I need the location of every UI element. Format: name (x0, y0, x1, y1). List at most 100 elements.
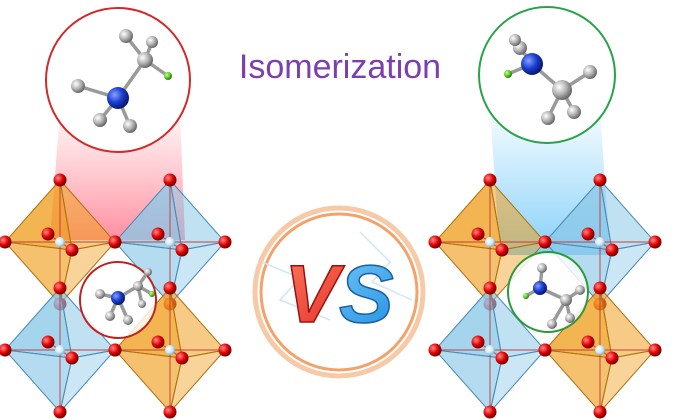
oxygen-atom (483, 405, 497, 419)
oxygen-atom (53, 281, 67, 295)
metal-atom (485, 237, 495, 247)
right-cage-highlight (507, 251, 589, 333)
oxygen-atom (593, 281, 607, 295)
left-molecule (71, 29, 172, 133)
carbon-atom (583, 65, 597, 79)
carbon-atom (137, 52, 153, 68)
metal-atom (485, 345, 495, 355)
right-perovskite-lattice (428, 173, 662, 419)
carbon-atom (123, 315, 133, 325)
nitrogen-atom (107, 87, 129, 109)
oxygen-atom (175, 243, 189, 257)
vs-letter-s: S (339, 249, 394, 340)
oxygen-atom (538, 235, 552, 249)
oxygen-atom (65, 243, 79, 257)
oxygen-atom (0, 235, 12, 249)
octahedron-face (59, 241, 117, 306)
left-perovskite-lattice (0, 173, 232, 419)
oxygen-atom (53, 173, 67, 187)
oxygen-atom (65, 351, 79, 365)
carbon-atom (537, 263, 547, 273)
vs-emblem: VS (252, 205, 426, 379)
oxygen-atom (593, 405, 607, 419)
metal-atom (55, 237, 65, 247)
oxygen-atom (428, 235, 442, 249)
oxygen-atom (53, 405, 67, 419)
left-cage-molecule (95, 268, 155, 325)
carbon-atom (119, 29, 133, 43)
oxygen-atom (483, 173, 497, 187)
oxygen-atom (593, 173, 607, 187)
metal-atom (595, 237, 605, 247)
oxygen-atom (41, 227, 55, 241)
right-zoom-circle (478, 6, 616, 144)
oxygen-atom (648, 343, 662, 357)
oxygen-atom (471, 227, 485, 241)
right-molecule (504, 34, 597, 125)
carbon-atom (575, 285, 585, 295)
oxygen-atom (581, 227, 595, 241)
carbon-atom (95, 289, 105, 299)
fluorine-atom (164, 72, 172, 80)
oxygen-atom (163, 405, 177, 419)
oxygen-atom (428, 343, 442, 357)
oxygen-atom (495, 243, 509, 257)
oxygen-atom (483, 281, 497, 295)
carbon-atom (146, 36, 158, 48)
vs-letters: VS (284, 249, 393, 340)
octahedron-face (599, 241, 657, 306)
nitrogen-atom (111, 291, 125, 305)
metal-atom (165, 345, 175, 355)
oxygen-atom (538, 343, 552, 357)
right-cage-molecule (523, 263, 585, 329)
octahedron-face (599, 349, 657, 414)
nitrogen-atom (521, 53, 543, 75)
metal-atom (165, 237, 175, 247)
oxygen-atom (41, 335, 55, 349)
carbon-atom (567, 105, 581, 119)
fluorine-atom (149, 291, 155, 297)
left-zoom-circle (45, 7, 191, 153)
oxygen-atom (218, 235, 232, 249)
fluorine-atom (504, 70, 512, 78)
oxygen-atom (605, 243, 619, 257)
oxygen-atom (108, 235, 122, 249)
oxygen-atom (495, 351, 509, 365)
oxygen-atom (151, 335, 165, 349)
oxygen-atom (151, 227, 165, 241)
carbon-atom (71, 79, 85, 93)
carbon-atom (138, 300, 146, 308)
oxygen-atom (175, 351, 189, 365)
octahedron-face (169, 349, 227, 414)
left-cage-highlight (79, 261, 157, 339)
vs-letter-v: V (284, 249, 345, 340)
metal-atom (55, 345, 65, 355)
carbon-atom (105, 311, 115, 321)
octahedron-face (489, 349, 547, 414)
oxygen-atom (471, 335, 485, 349)
fluorine-atom (523, 293, 529, 299)
oxygen-atom (108, 343, 122, 357)
octahedron-face (59, 349, 117, 414)
metal-atom (595, 345, 605, 355)
octahedron-face (169, 241, 227, 306)
carbon-atom (93, 113, 107, 127)
oxygen-atom (605, 351, 619, 365)
carbon-atom (547, 319, 557, 329)
oxygen-atom (218, 343, 232, 357)
oxygen-atom (648, 235, 662, 249)
oxygen-atom (163, 281, 177, 295)
carbon-atom (133, 281, 143, 291)
carbon-atom (144, 268, 152, 276)
carbon-atom (565, 313, 575, 323)
carbon-atom (560, 294, 572, 306)
oxygen-atom (0, 343, 12, 357)
carbon-atom (509, 34, 521, 46)
page-title: Isomerization (238, 48, 442, 86)
oxygen-atom (163, 173, 177, 187)
carbon-atom (552, 80, 572, 100)
carbon-atom (541, 111, 555, 125)
oxygen-atom (581, 335, 595, 349)
